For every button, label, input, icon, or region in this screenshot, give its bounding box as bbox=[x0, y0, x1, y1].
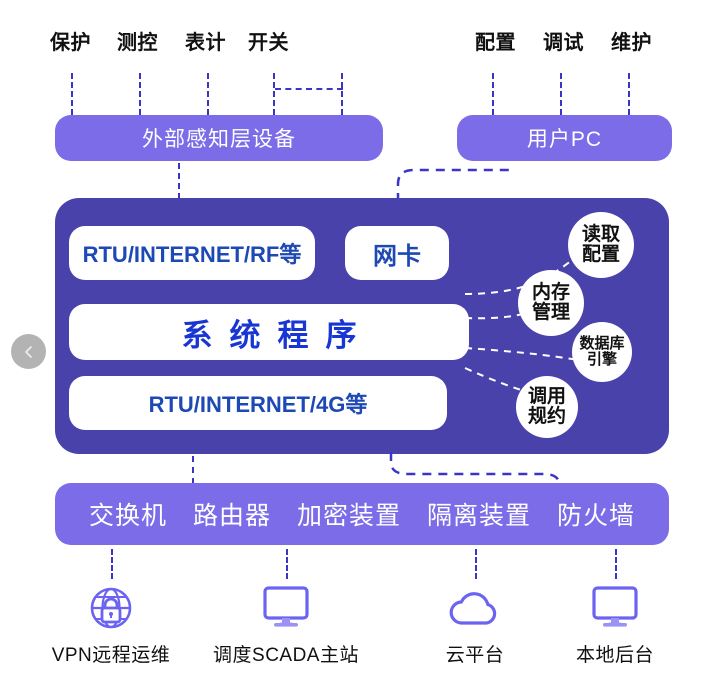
callout-database-engine-line2: 引擎 bbox=[586, 351, 617, 368]
globe-lock-icon bbox=[83, 582, 139, 634]
rtu-4g-box[interactable]: RTU/INTERNET/4G等 bbox=[69, 376, 447, 430]
callout-read-config[interactable]: 读取 配置 bbox=[568, 212, 634, 278]
user-pc-label: 用户PC bbox=[526, 128, 603, 151]
connector-userpc-to-main bbox=[396, 168, 510, 202]
header-label-switch: 开关 bbox=[248, 32, 289, 54]
monitor-icon bbox=[587, 582, 643, 634]
network-device-bar[interactable]: 交换机 路由器 加密装置 隔离装置 防火墙 bbox=[55, 483, 669, 545]
callout-call-protocol-line2: 规约 bbox=[527, 406, 566, 427]
endpoint-vpn[interactable]: VPN远程运维 bbox=[46, 582, 176, 667]
endpoint-local-backend[interactable]: 本地后台 bbox=[550, 582, 680, 667]
rtu-rf-label: RTU/INTERNET/RF等 bbox=[82, 242, 302, 267]
callout-call-protocol-line1: 调用 bbox=[527, 385, 566, 407]
callout-read-config-line2: 配置 bbox=[581, 244, 620, 265]
callout-call-protocol[interactable]: 调用 规约 bbox=[516, 376, 578, 438]
device-encryption: 加密装置 bbox=[296, 502, 401, 530]
endpoint-local-backend-caption: 本地后台 bbox=[575, 645, 654, 666]
connector-to-cloud bbox=[475, 549, 477, 579]
network-card-label: 网卡 bbox=[373, 242, 421, 270]
tick-maintenance bbox=[628, 73, 630, 115]
callout-database-engine[interactable]: 数据库 引擎 bbox=[572, 322, 632, 382]
endpoint-scada[interactable]: 调度SCADA主站 bbox=[213, 582, 358, 667]
tick-measure-control bbox=[139, 73, 141, 115]
carousel-prev-button[interactable] bbox=[11, 334, 46, 369]
callout-memory-management-line2: 管理 bbox=[531, 302, 570, 323]
header-label-protection: 保护 bbox=[50, 32, 91, 54]
callout-read-config-line1: 读取 bbox=[581, 223, 620, 245]
network-card-box[interactable]: 网卡 bbox=[345, 226, 449, 280]
connector-to-scada bbox=[286, 549, 288, 579]
header-label-maintenance: 维护 bbox=[611, 32, 652, 54]
system-program-box[interactable]: 系统程序 bbox=[69, 304, 469, 360]
endpoint-scada-caption: 调度SCADA主站 bbox=[213, 645, 359, 666]
tick-protection bbox=[71, 73, 73, 115]
connector-main-to-devicebar-left bbox=[192, 456, 194, 484]
device-isolation: 隔离装置 bbox=[427, 502, 532, 530]
endpoint-cloud[interactable]: 云平台 bbox=[410, 582, 540, 667]
tick-switch bbox=[273, 73, 275, 115]
sensing-layer-bar[interactable]: 外部感知层设备 bbox=[55, 115, 383, 161]
device-switch: 交换机 bbox=[88, 502, 167, 530]
chevron-left-icon bbox=[22, 345, 36, 359]
rtu-rf-box[interactable]: RTU/INTERNET/RF等 bbox=[69, 226, 315, 280]
cloud-icon bbox=[447, 582, 503, 634]
header-label-measure-control: 测控 bbox=[117, 32, 158, 54]
sensing-layer-label: 外部感知层设备 bbox=[142, 128, 296, 151]
header-label-meter: 表计 bbox=[185, 32, 226, 54]
tick-configuration bbox=[492, 73, 494, 115]
tick-meter bbox=[207, 73, 209, 115]
connector-to-vpn bbox=[111, 549, 113, 579]
connector-main-to-devicebar-right bbox=[389, 452, 561, 486]
header-label-debug: 调试 bbox=[543, 32, 584, 54]
tick-debug bbox=[560, 73, 562, 115]
rtu-4g-label: RTU/INTERNET/4G等 bbox=[148, 392, 368, 417]
tick-switch-link bbox=[275, 88, 343, 90]
system-program-label: 系统程序 bbox=[181, 317, 374, 353]
endpoint-vpn-caption: VPN远程运维 bbox=[51, 645, 171, 666]
header-label-configuration: 配置 bbox=[475, 32, 516, 54]
monitor-icon bbox=[258, 582, 314, 634]
callout-memory-management[interactable]: 内存 管理 bbox=[518, 270, 584, 336]
callout-database-engine-line1: 数据库 bbox=[579, 335, 625, 353]
connector-sensing-to-main bbox=[178, 163, 180, 199]
device-router: 路由器 bbox=[192, 502, 271, 530]
user-pc-bar[interactable]: 用户PC bbox=[457, 115, 672, 161]
connector-to-local bbox=[615, 549, 617, 579]
endpoint-cloud-caption: 云平台 bbox=[445, 645, 505, 666]
tick-switch-extra bbox=[341, 73, 343, 115]
device-firewall: 防火墙 bbox=[557, 502, 636, 530]
callout-memory-management-line1: 内存 bbox=[531, 281, 570, 303]
